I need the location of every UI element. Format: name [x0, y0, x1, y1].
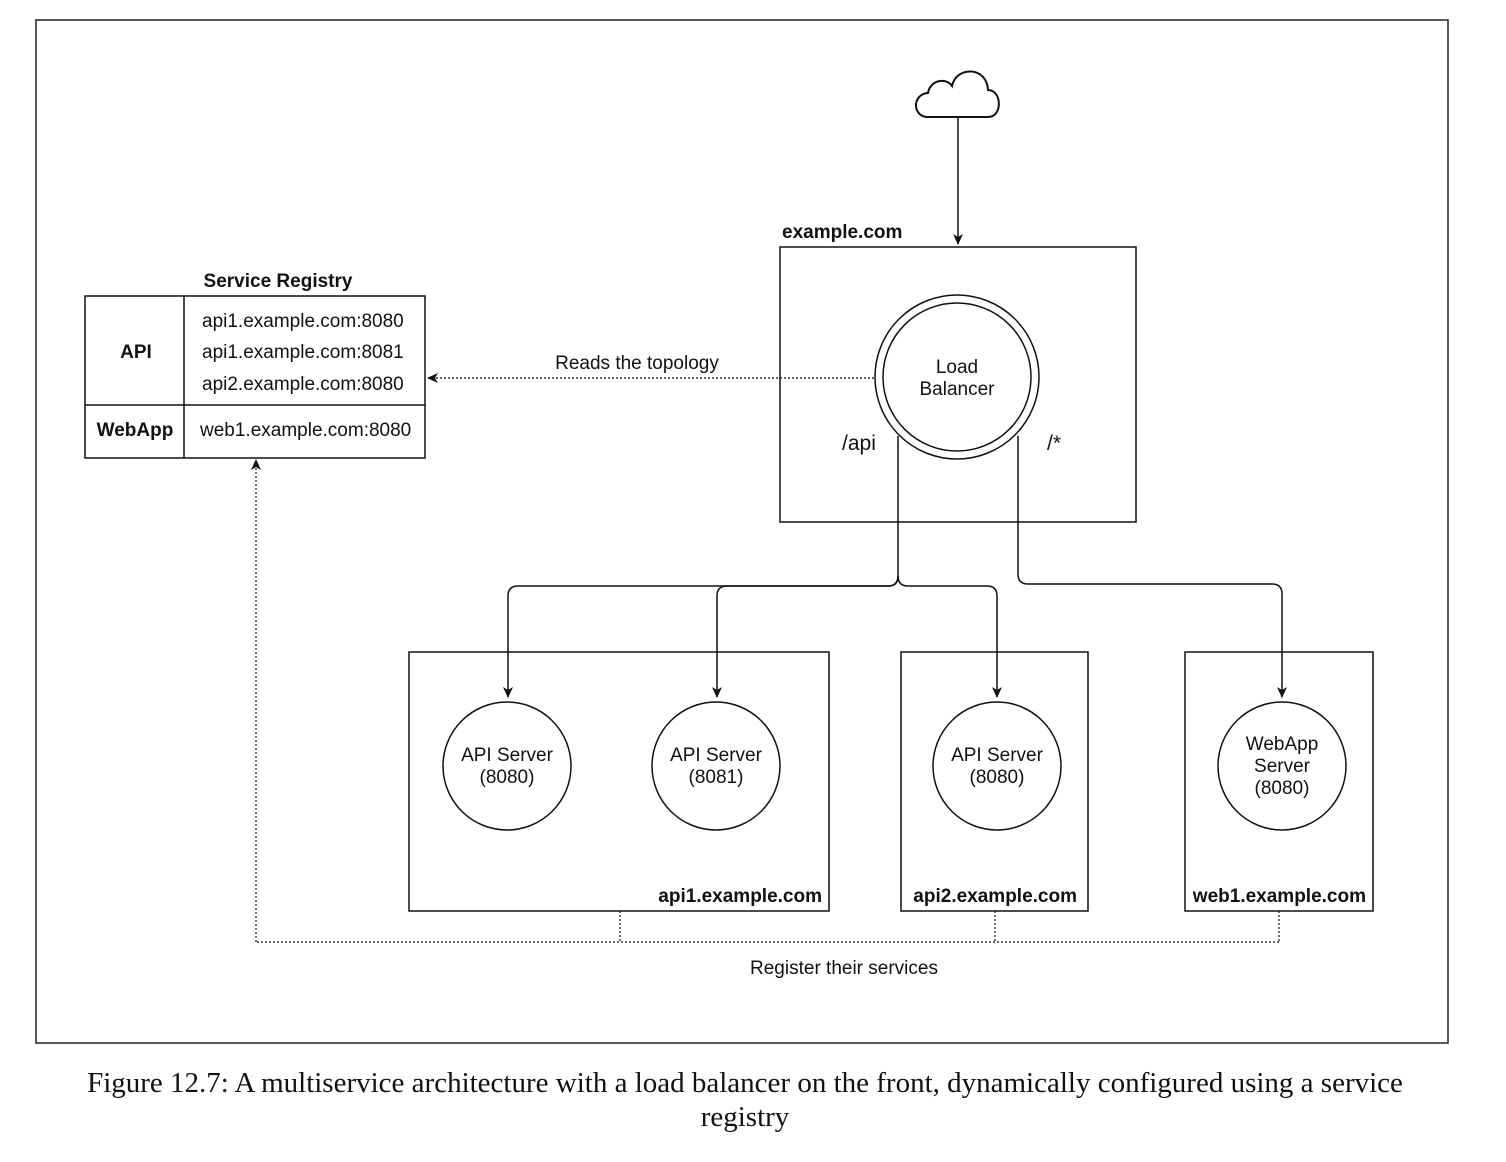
route-api-label: /api — [842, 432, 876, 455]
server-label-line1: API Server — [461, 745, 554, 766]
host-label-web1: web1.example.com — [1192, 886, 1366, 907]
server-label-line3: (8080) — [1255, 778, 1310, 799]
api-route-connector — [897, 575, 1002, 698]
load-balancer-label-line1: Load — [936, 357, 978, 378]
server-label-line1: WebApp — [1246, 734, 1319, 755]
registry-api-entry: api1.example.com:8081 — [202, 342, 404, 363]
front-host-box — [779, 246, 1137, 523]
load-balancer-node — [882, 302, 1032, 452]
server-label-line2: (8080) — [480, 767, 535, 788]
registry-api-label: API — [120, 342, 152, 363]
route-default-label: /* — [1047, 432, 1061, 455]
host-box-api1 — [408, 651, 830, 912]
registry-table — [84, 295, 426, 459]
register-services-label: Register their services — [750, 958, 938, 979]
api-server-node — [651, 701, 781, 831]
figure-frame — [35, 19, 1449, 1044]
server-label-line1: API Server — [670, 745, 763, 766]
registry-title: Service Registry — [204, 271, 353, 292]
load-balancer-label-line2: Balancer — [920, 379, 996, 400]
api-server-node — [442, 701, 572, 831]
server-label-line2: (8081) — [689, 767, 744, 788]
registry-webapp-entry: web1.example.com:8080 — [199, 420, 411, 441]
api-server-node — [932, 701, 1062, 831]
server-label-line1: API Server — [951, 745, 1044, 766]
api-route-connector — [503, 436, 899, 698]
webapp-server-node — [1217, 701, 1347, 831]
registry-api-entry: api2.example.com:8080 — [202, 374, 404, 395]
cloud-icon — [915, 70, 1000, 118]
api-route-connector — [712, 575, 899, 698]
reads-topology-label: Reads the topology — [555, 353, 719, 374]
registry-api-entry: api1.example.com:8080 — [202, 311, 404, 332]
host-label-api2: api2.example.com — [913, 886, 1077, 907]
webapp-route-connector — [1017, 436, 1287, 698]
host-label-api1: api1.example.com — [658, 886, 822, 907]
figure-caption: Figure 12.7: A multiservice architecture… — [87, 1067, 1403, 1133]
registry-webapp-label: WebApp — [97, 420, 174, 441]
server-label-line2: (8080) — [970, 767, 1025, 788]
server-label-line2: Server — [1254, 756, 1311, 777]
front-domain-label: example.com — [782, 222, 902, 243]
